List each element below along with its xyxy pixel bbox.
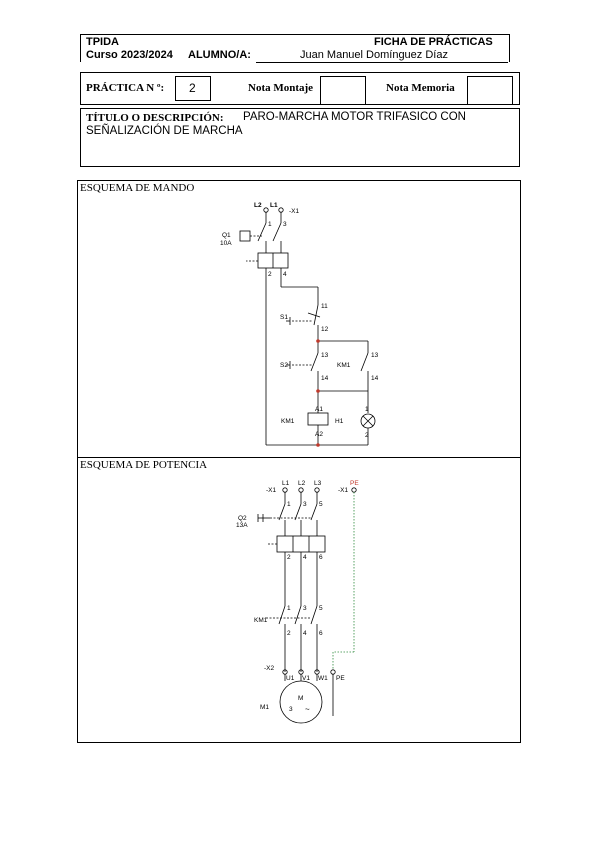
pwr-Q2-rating: 13A	[236, 522, 248, 529]
power-diagram: L1 L2 L3 PE -X1 -X1 1 3 5 Q2 13A 2 4 6 K…	[236, 480, 359, 724]
ctl-t13b: 13	[371, 352, 379, 359]
ctl-S2: S2	[280, 362, 288, 369]
pwr-motor-3: 3	[289, 706, 293, 713]
schematic-frame	[77, 180, 521, 743]
ctl-Q1-rating: 10A	[220, 240, 232, 247]
pwr-L2: L2	[298, 480, 306, 487]
pwr-U1: U1	[286, 675, 295, 682]
header-box	[80, 34, 510, 62]
pwr-k1: 1	[287, 605, 291, 612]
ctl-t11: 11	[321, 303, 328, 310]
pwr-k5: 5	[319, 605, 323, 612]
pwr-k6: 6	[319, 630, 323, 637]
control-section-label: ESQUEMA DE MANDO	[80, 182, 195, 194]
pwr-V1: V1	[302, 675, 310, 682]
ctl-Q1: Q1	[222, 232, 231, 239]
ctl-H1: H1	[335, 418, 344, 425]
section-divider	[77, 457, 521, 458]
pwr-t4: 4	[303, 554, 307, 561]
ctl-t1: 1	[268, 221, 272, 228]
pwr-k4: 4	[303, 630, 307, 637]
pwr-t5: 5	[319, 501, 323, 508]
ctl-t3: 3	[283, 221, 287, 228]
pwr-Q2: Q2	[238, 515, 247, 522]
nota-memoria-field[interactable]	[467, 76, 513, 105]
ctl-h1-2: 2	[365, 432, 369, 439]
pwr-k3: 3	[303, 605, 307, 612]
pwr-PE-top: PE	[350, 480, 359, 487]
pwr-X1b: -X1	[338, 487, 349, 494]
practice-row-box	[80, 72, 520, 105]
ctl-L1: L1	[270, 202, 278, 209]
ctl-t14b: 14	[371, 375, 379, 382]
ctl-h1-1: 1	[365, 406, 369, 413]
student-label: ALUMNO/A:	[188, 49, 251, 61]
org-name: TPIDA	[86, 36, 119, 48]
student-name: Juan Manuel Domínguez Díaz	[300, 49, 448, 61]
title-value-line1: PARO-MARCHA MOTOR TRIFASICO CON	[243, 111, 466, 123]
practice-number-value: 2	[189, 81, 196, 95]
ctl-t2: 2	[268, 271, 272, 278]
nota-montaje-label: Nota Montaje	[248, 82, 314, 94]
ctl-L2: L2	[254, 202, 262, 209]
ctl-t13: 13	[321, 352, 329, 359]
nota-montaje-field[interactable]	[320, 76, 366, 105]
ctl-A1: A1	[315, 406, 323, 413]
practice-number-label: PRÁCTICA N º:	[86, 82, 165, 94]
pwr-t6: 6	[319, 554, 323, 561]
pwr-L3: L3	[314, 480, 322, 487]
power-section-label: ESQUEMA DE POTENCIA	[80, 459, 208, 471]
practice-number-field[interactable]	[175, 76, 211, 101]
ctl-t14: 14	[321, 375, 329, 382]
pwr-motor-ac: ~	[305, 705, 310, 714]
pwr-X1: -X1	[266, 487, 277, 494]
pwr-W1: W1	[318, 675, 328, 682]
ctl-X1: -X1	[289, 208, 300, 215]
course: Curso 2023/2024	[86, 49, 173, 61]
pwr-PE: PE	[336, 675, 345, 682]
control-diagram: L2 L1 -X1 1 3 Q1 10A 2 4 S1 11 12 S2 13 …	[220, 202, 379, 447]
pwr-k2: 2	[287, 630, 291, 637]
pwr-X2: -X2	[264, 665, 275, 672]
pwr-t3: 3	[303, 501, 307, 508]
pwr-motor-M: M	[298, 695, 303, 702]
title-value-line2: SEÑALIZACIÓN DE MARCHA	[86, 125, 243, 137]
ctl-S1: S1	[280, 314, 288, 321]
ctl-t12: 12	[321, 326, 329, 333]
ctl-t4: 4	[283, 271, 287, 278]
ctl-KM1: KM1	[337, 362, 351, 369]
pwr-t2: 2	[287, 554, 291, 561]
student-underline	[256, 62, 508, 63]
pwr-M1: M1	[260, 704, 269, 711]
pwr-L1: L1	[282, 480, 290, 487]
title-box	[80, 108, 520, 167]
pwr-KM1: KM1	[254, 617, 268, 624]
ctl-A2: A2	[315, 431, 323, 438]
doc-type: FICHA DE PRÁCTICAS	[374, 36, 493, 48]
ctl-KM1-coil: KM1	[281, 418, 295, 425]
pwr-t1: 1	[287, 501, 291, 508]
title-label: TÍTULO O DESCRIPCIÓN:	[86, 112, 224, 124]
nota-memoria-label: Nota Memoria	[386, 82, 455, 94]
